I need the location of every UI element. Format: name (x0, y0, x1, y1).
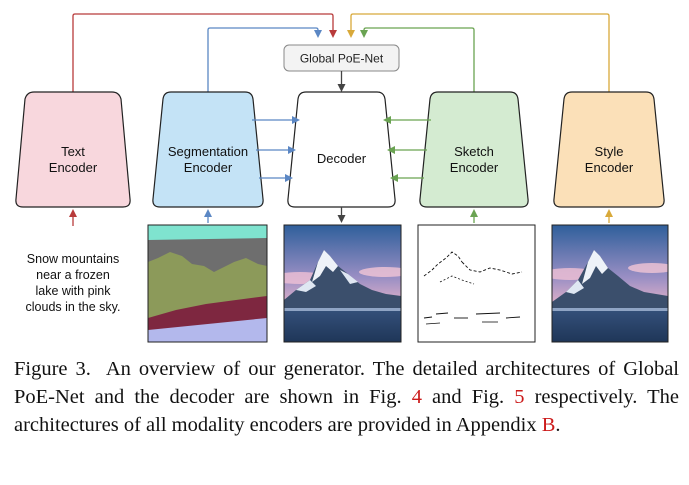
caption-figure-label: Figure 3. (14, 358, 91, 380)
text-encoder-label-2: Encoder (49, 160, 98, 175)
segmentation-map-image (147, 224, 268, 343)
text-encoder: Text Encoder (15, 91, 131, 208)
text-encoder-label-1: Text (61, 144, 85, 159)
seg-to-decoder-arrows (252, 116, 300, 182)
caption-text-2: and Fig. (432, 386, 505, 409)
seg-encoder-label-1: Segmentation (168, 144, 248, 159)
decoder-label: Decoder (317, 151, 367, 166)
sketch-to-poe-arrow (360, 27, 475, 92)
sketch-encoder-label-2: Encoder (450, 160, 499, 175)
sketch-image (417, 224, 536, 343)
sketch-encoder: Sketch Encoder (419, 91, 529, 208)
sketch-to-decoder-arrows (383, 116, 431, 182)
caption-ref-fig-5[interactable]: 5 (514, 386, 525, 409)
caption-text-1: An overview of our generator. The detail… (14, 358, 679, 409)
routing-lines (72, 13, 610, 92)
seg-to-poe-arrow (207, 27, 322, 92)
seg-encoder-label-2: Encoder (184, 160, 233, 175)
output-image (283, 224, 402, 343)
global-poe-net: Global PoE-Net (283, 44, 400, 72)
style-encoder-label-1: Style (595, 144, 624, 159)
style-image (551, 224, 669, 343)
segmentation-encoder: Segmentation Encoder (152, 91, 264, 208)
figure-caption: Figure 3. An overview of our generator. … (14, 355, 679, 440)
poe-net-label: Global PoE-Net (300, 52, 384, 66)
style-encoder: Style Encoder (553, 91, 665, 208)
text-to-poe-arrow (72, 13, 337, 92)
text-input: Snow mountains near a frozen lake with p… (26, 252, 121, 314)
style-encoder-label-2: Encoder (585, 160, 634, 175)
text-input-line-2: near a frozen (36, 268, 110, 282)
caption-text-3: respectively. The architectures of all m… (14, 386, 680, 437)
text-input-line-3: lake with pink (35, 284, 111, 298)
text-input-line-1: Snow mountains (27, 252, 119, 266)
decoder: Decoder (287, 91, 396, 208)
style-to-poe-arrow (347, 13, 610, 92)
text-input-line-4: clouds in the sky. (26, 300, 121, 314)
sketch-encoder-label-1: Sketch (454, 144, 494, 159)
generator-overview-diagram: Global PoE-Net Text Encoder Segmentation… (15, 13, 669, 343)
caption-ref-appendix-b[interactable]: B (541, 414, 556, 437)
caption-ref-fig-4[interactable]: 4 (411, 386, 422, 409)
caption-period: . (555, 414, 561, 437)
